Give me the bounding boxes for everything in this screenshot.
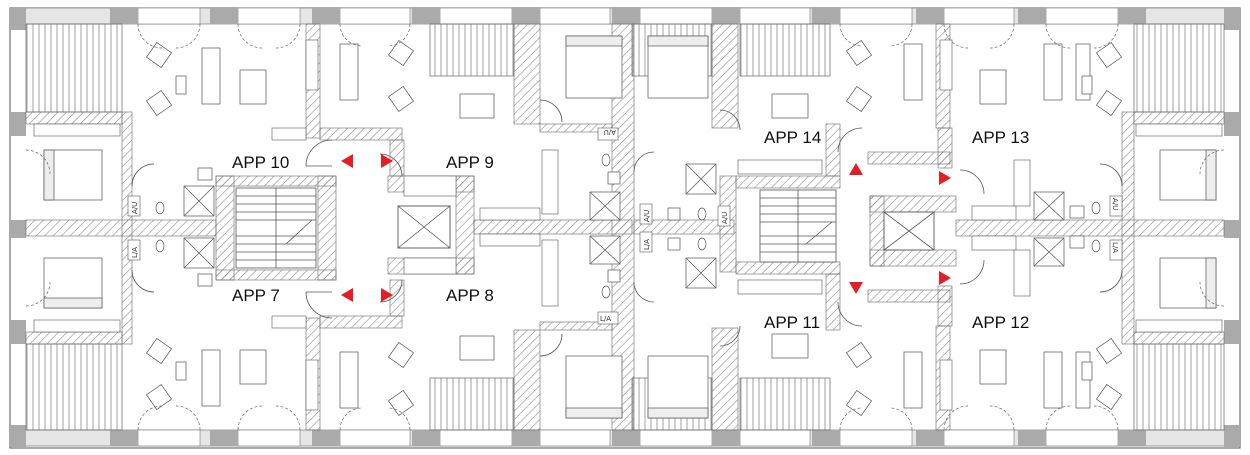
label-app-13: APP 13 bbox=[972, 128, 1029, 147]
elevator-left bbox=[397, 205, 451, 249]
staircase-left bbox=[235, 187, 317, 269]
room-tag: A/U bbox=[721, 212, 729, 224]
living-furniture bbox=[145, 39, 1123, 417]
room-tag: L/A bbox=[643, 239, 651, 250]
label-app-11: APP 11 bbox=[764, 313, 820, 332]
room-tag: A/U bbox=[643, 210, 651, 222]
label-app-9: APP 9 bbox=[446, 153, 494, 172]
elevator-right bbox=[883, 211, 935, 251]
entry-marker-app-8 bbox=[381, 288, 393, 302]
label-app-12: APP 12 bbox=[972, 313, 1029, 332]
entry-marker-app-10 bbox=[341, 154, 353, 168]
room-tag: L/A bbox=[600, 315, 611, 323]
room-tag: L/A bbox=[131, 247, 139, 258]
staircase-right bbox=[759, 189, 837, 263]
label-app-10: APP 10 bbox=[232, 153, 289, 172]
room-tag: A/U bbox=[604, 128, 616, 136]
exterior-walls bbox=[9, 7, 1241, 449]
entry-marker-app-13 bbox=[939, 171, 951, 185]
entry-marker-app-7 bbox=[341, 288, 353, 302]
shower-fixtures bbox=[155, 153, 1101, 299]
door-swings bbox=[25, 23, 1225, 431]
room-tag: A/U bbox=[131, 202, 139, 214]
kitchen-counters bbox=[33, 39, 1223, 411]
entry-marker-app-9 bbox=[381, 154, 393, 168]
label-app-14: APP 14 bbox=[764, 128, 821, 147]
room-tag: L/A bbox=[1111, 242, 1119, 253]
room-tag: A/U bbox=[1111, 198, 1119, 210]
room-tags: A/U L/A A/U L/A L/A A/U A/U L/A A/U bbox=[127, 127, 1123, 325]
label-app-7: APP 7 bbox=[232, 286, 280, 305]
entry-marker-app-11 bbox=[849, 282, 863, 294]
label-app-8: APP 8 bbox=[446, 286, 494, 305]
entry-markers bbox=[341, 154, 951, 302]
apartment-labels: APP 10 APP 9 APP 7 APP 8 APP 14 APP 13 A… bbox=[232, 128, 1029, 332]
beds bbox=[43, 35, 1217, 419]
entry-marker-app-14 bbox=[849, 163, 863, 175]
entry-marker-app-12 bbox=[939, 271, 951, 285]
balconies bbox=[25, 23, 1225, 431]
